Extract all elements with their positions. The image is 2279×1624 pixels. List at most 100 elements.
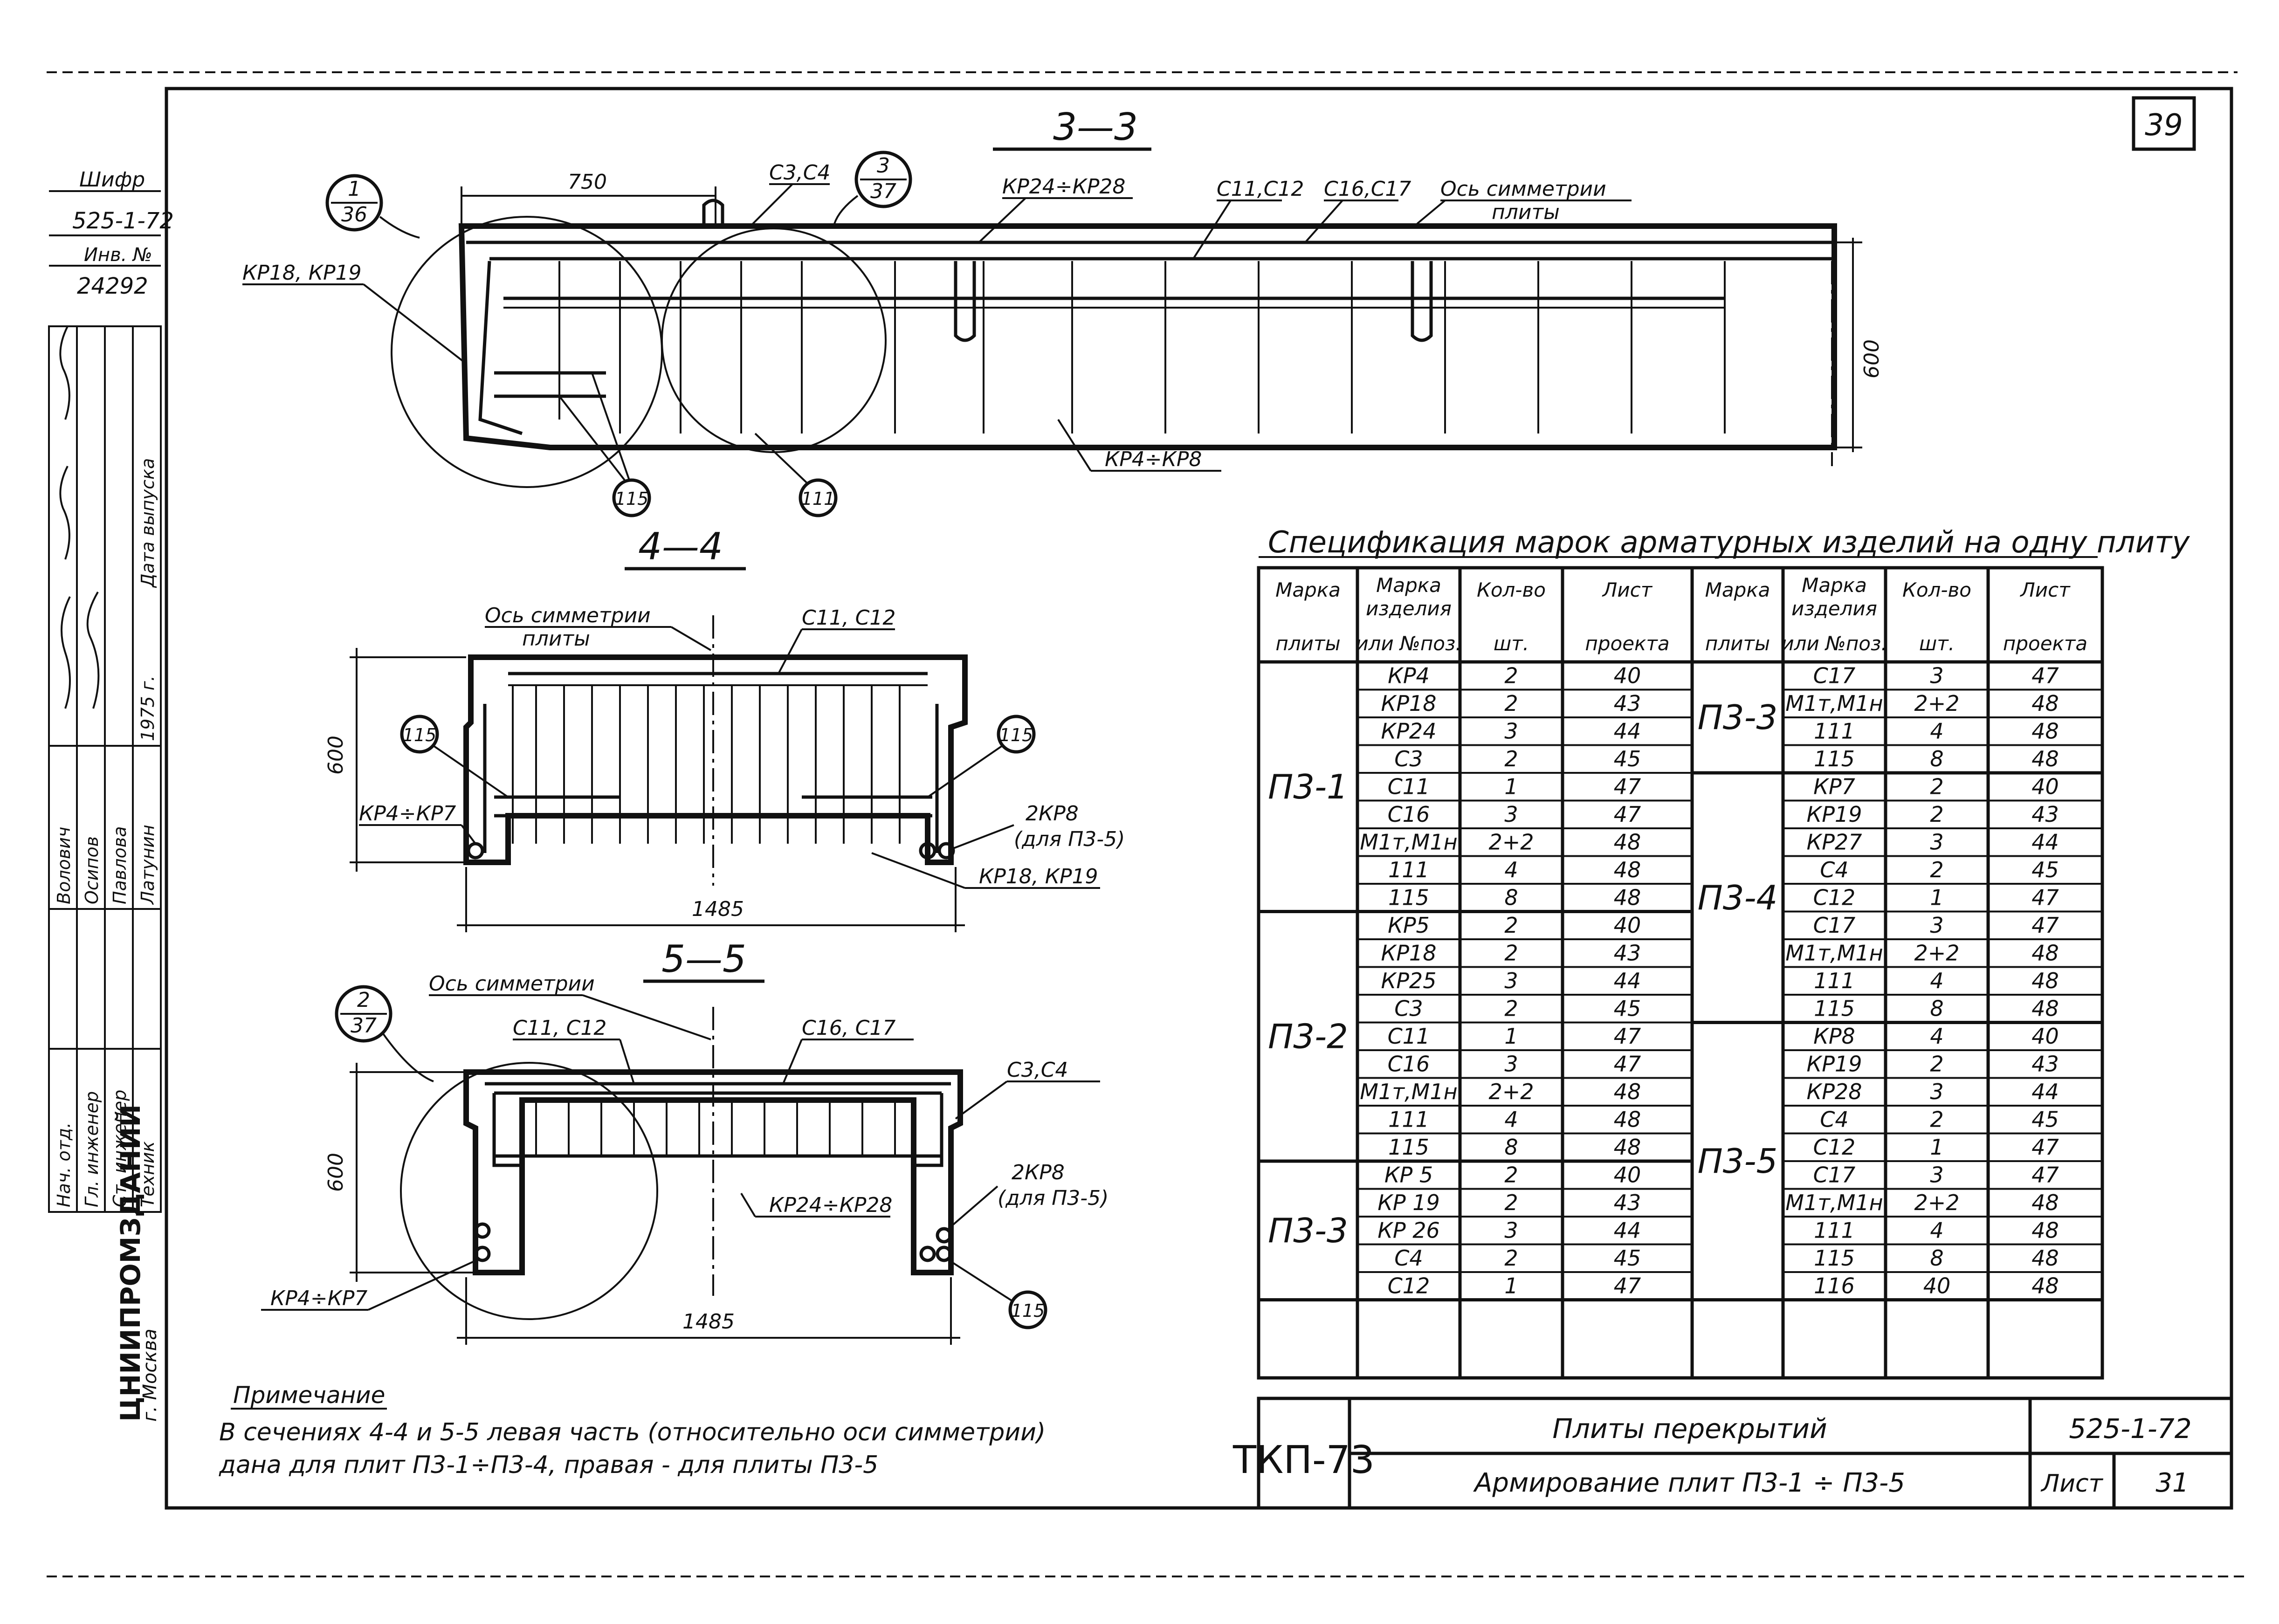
leader-line bbox=[433, 745, 509, 798]
staff-name-2: Осипов bbox=[82, 836, 102, 904]
signature bbox=[59, 326, 70, 420]
spec-item-qty: 4 bbox=[1930, 968, 1943, 993]
spec-item-sheet: 47 bbox=[1614, 774, 1641, 799]
spec-item-sheet: 40 bbox=[2031, 774, 2059, 799]
spec-item-mark: КР18 bbox=[1381, 691, 1437, 716]
spec-item-sheet: 44 bbox=[1614, 968, 1641, 993]
spec-plate-mark: П3-3 bbox=[1698, 698, 1778, 737]
note-title: Примечание bbox=[233, 1382, 385, 1409]
spec-item-qty: 4 bbox=[1930, 719, 1943, 744]
spec-item-sheet: 40 bbox=[1614, 913, 1641, 938]
label-axis-2: плиты bbox=[522, 627, 590, 651]
leader-line bbox=[778, 629, 803, 674]
dim-600: 600 bbox=[324, 1153, 348, 1192]
spec-item-qty: 2 bbox=[1504, 996, 1518, 1021]
label-c16-c17: С16,С17 bbox=[1324, 177, 1411, 201]
spec-item-mark: КР5 bbox=[1388, 913, 1430, 938]
spec-item-sheet: 47 bbox=[2031, 1163, 2059, 1188]
label-c11-c12: С11, С12 bbox=[513, 1016, 606, 1040]
leader-line bbox=[619, 1039, 635, 1084]
spec-item-qty: 2 bbox=[1504, 746, 1518, 771]
spec-item-qty: 2+2 bbox=[1914, 691, 1959, 716]
spec-table: Спецификация марок арматурных изделий на… bbox=[1257, 525, 2190, 1380]
spec-item-mark: КР 19 bbox=[1377, 1190, 1440, 1215]
spec-item-qty: 1 bbox=[1930, 1135, 1943, 1160]
header-marka-izd-2: изделия bbox=[1791, 597, 1877, 620]
header-list: Лист bbox=[1602, 578, 1653, 601]
leader-line bbox=[871, 852, 965, 889]
section-5-5-title: 5—5 bbox=[661, 937, 746, 981]
spec-item-mark: 115 bbox=[1388, 885, 1429, 910]
leader-line bbox=[953, 824, 1014, 849]
spec-item-qty: 2 bbox=[1504, 1190, 1518, 1215]
callout-115 bbox=[400, 715, 439, 754]
spec-item-mark: С12 bbox=[1388, 1273, 1430, 1299]
label-kp18-19: КР18, КР19 bbox=[979, 865, 1098, 888]
label-axis: Ось симметрии bbox=[1440, 177, 1606, 201]
spec-item-sheet: 48 bbox=[2031, 1190, 2059, 1215]
rebar-dot bbox=[919, 1246, 936, 1262]
spec-item-qty: 3 bbox=[1930, 830, 1943, 855]
end-bar bbox=[478, 261, 523, 435]
section-4-4: 4—4 Ось bbox=[324, 525, 1125, 932]
spec-item-sheet: 47 bbox=[2031, 913, 2059, 938]
leader-line bbox=[591, 372, 630, 481]
label-2kp8: 2КР8 bbox=[1026, 802, 1079, 826]
spec-item-qty: 3 bbox=[1504, 1052, 1518, 1077]
header-kol: Кол-во bbox=[1902, 578, 1971, 601]
spec-item-mark: КР18 bbox=[1381, 941, 1437, 966]
title-line-1: Плиты перекрытий bbox=[1552, 1413, 1827, 1445]
leader-line bbox=[363, 283, 467, 365]
leader-line bbox=[955, 1080, 1008, 1120]
spec-item-sheet: 48 bbox=[2031, 1273, 2059, 1299]
callout-2-37 bbox=[335, 985, 392, 1043]
project-code: 525-1-72 bbox=[2069, 1413, 2191, 1445]
stirrups bbox=[535, 1100, 896, 1156]
spec-plate-mark: П3-3 bbox=[1268, 1211, 1348, 1250]
spec-item-sheet: 43 bbox=[1614, 941, 1641, 966]
spec-item-mark: КР25 bbox=[1381, 968, 1437, 993]
header-marka-plity-2: плиты bbox=[1275, 632, 1340, 655]
spec-item-mark: М1т,М1н bbox=[1785, 691, 1883, 716]
leader-line bbox=[833, 195, 859, 224]
spec-item-sheet: 43 bbox=[1614, 691, 1641, 716]
spec-item-qty: 1 bbox=[1504, 1273, 1518, 1299]
spec-item-sheet: 48 bbox=[2031, 968, 2059, 993]
staff-name-4: Латунин bbox=[138, 825, 158, 905]
spec-item-qty: 2 bbox=[1504, 663, 1518, 688]
sheet-number-box bbox=[2132, 96, 2196, 151]
spec-item-sheet: 45 bbox=[2031, 1107, 2059, 1132]
spec-item-qty: 1 bbox=[1504, 1024, 1518, 1049]
callout-115 bbox=[612, 478, 651, 517]
spec-item-qty: 3 bbox=[1930, 913, 1943, 938]
spec-item-mark: 115 bbox=[1814, 996, 1855, 1021]
section-3-3-title: 3—3 bbox=[1053, 105, 1138, 149]
spec-item-sheet: 45 bbox=[1614, 996, 1641, 1021]
label-c3-c4: С3,С4 bbox=[1007, 1058, 1068, 1082]
spec-item-qty: 2 bbox=[1504, 1246, 1518, 1271]
spec-item-sheet: 43 bbox=[2031, 802, 2059, 827]
spec-item-mark: С16 bbox=[1388, 802, 1430, 827]
spec-item-mark: КР7 bbox=[1813, 774, 1855, 799]
list-label: Лист bbox=[2040, 1470, 2103, 1498]
leader-line bbox=[381, 1032, 434, 1082]
spec-item-mark: С4 bbox=[1820, 857, 1848, 882]
signature bbox=[59, 466, 70, 560]
header-marka-izd-2: изделия bbox=[1366, 597, 1452, 620]
spec-item-sheet: 47 bbox=[1614, 1052, 1641, 1077]
spec-item-sheet: 44 bbox=[1614, 719, 1641, 744]
spec-item-sheet: 40 bbox=[2031, 1024, 2059, 1049]
label-axis: Ось симметрии bbox=[485, 604, 651, 627]
callout-111-text: 111 bbox=[801, 489, 835, 509]
spec-item-mark: С4 bbox=[1820, 1107, 1848, 1132]
spec-item-qty: 4 bbox=[1504, 857, 1518, 882]
spec-item-sheet: 47 bbox=[1614, 1273, 1641, 1299]
spec-item-mark: 111 bbox=[1814, 1218, 1855, 1243]
spec-plate-mark: П3-5 bbox=[1698, 1142, 1778, 1181]
signature bbox=[61, 596, 71, 709]
label-c11-c12: С11,С12 bbox=[1217, 177, 1304, 201]
spec-item-mark: С11 bbox=[1388, 1024, 1430, 1049]
label-c3-c4: С3,С4 bbox=[769, 161, 830, 185]
